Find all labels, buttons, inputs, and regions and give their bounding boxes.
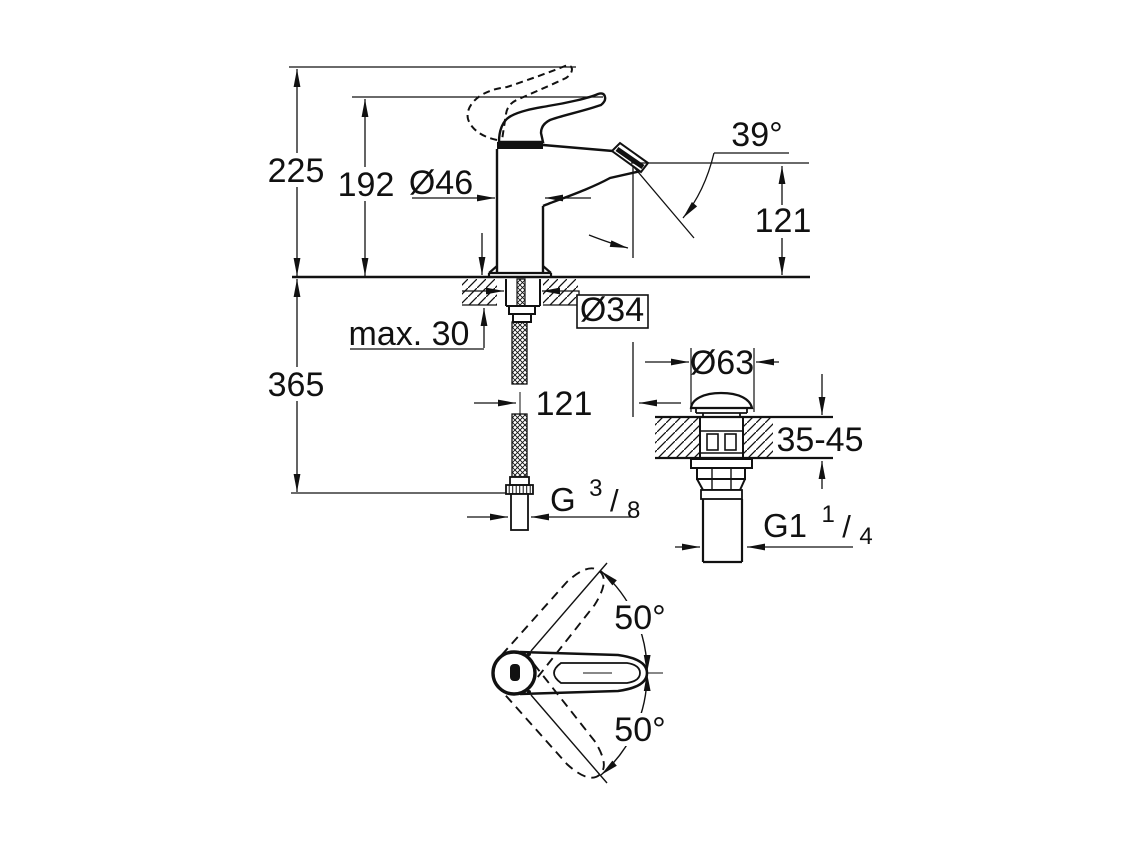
deck-hatch-left (462, 279, 497, 305)
waste-cap-dome (689, 391, 754, 410)
waste-thread-numerator: 1 (821, 501, 834, 528)
label-bg-121-spout (755, 205, 810, 238)
waste-body-bands (700, 430, 743, 454)
dim-below-deck-depth: 365 (268, 366, 325, 404)
shank-washer (508, 305, 536, 315)
lever-handle-raised-dashed (466, 64, 574, 141)
dimension-labels: 225 192 Ø46 39° 121 Ø34 max. 30 365 121 … (266, 116, 873, 749)
waste-nut-top (696, 467, 746, 480)
dim-supply-thread: G 3 / 8 (550, 466, 640, 524)
ext-lines-d63 (690, 348, 755, 412)
swivel-diagonal-upper (530, 562, 608, 652)
flow-curve-arrow (588, 234, 629, 249)
waste-deck-hatch-right (743, 418, 773, 458)
supply-thread-numerator: 3 (589, 475, 602, 502)
side-view-faucet (292, 64, 810, 531)
waste-nut-facets (711, 469, 732, 489)
dim-spout-height: 121 (755, 202, 812, 240)
dim-waste-flange-diameter: Ø63 (690, 344, 754, 382)
waste-slot-right (724, 433, 737, 451)
handle-cap-recess (510, 664, 520, 681)
label-bg-225 (266, 153, 327, 187)
dim-swivel-upper: 50° (614, 599, 665, 637)
waste-dimensions (645, 348, 853, 551)
waste-deck-hatch-left (655, 418, 700, 458)
shank-cone (512, 313, 532, 323)
flex-hose-upper (511, 321, 528, 385)
supply-pipe (510, 493, 529, 531)
dim-height-to-spout-top: 192 (338, 166, 395, 204)
label-bg-50-upper (608, 601, 672, 634)
dim-height-overall: 225 (268, 152, 325, 190)
waste-thread-prefix: G1 (763, 507, 807, 544)
waste-cap-rim (695, 408, 748, 414)
flex-hose-lower (511, 413, 528, 478)
dim-waste-deck-range: 35-45 (777, 421, 864, 459)
handle-cap-circle (491, 650, 537, 696)
handle-junction-nub-bottom (527, 690, 531, 694)
dim-shank-diameter: Ø34 (580, 291, 644, 329)
aerator-face (615, 146, 645, 170)
cartridge-band (497, 142, 543, 149)
spout-top-edge (542, 143, 614, 153)
handle-top-view-raised-dashed (501, 567, 605, 683)
dim-swivel-lower: 50° (614, 711, 665, 749)
waste-washer (700, 489, 743, 500)
waste-detail (655, 391, 833, 564)
waste-slot-left (706, 433, 719, 451)
spout-underside (542, 169, 642, 208)
angle39-arc (682, 152, 715, 219)
dim-waste-thread: G1 1 / 4 (763, 492, 873, 550)
base-flare (487, 265, 553, 277)
waste-flange (690, 458, 753, 469)
waste-body-sides (699, 418, 744, 457)
d34-label-box (576, 294, 649, 329)
waste-cap-neck (702, 413, 741, 417)
deck-hatch-right (543, 279, 578, 305)
handle-top-view-lowered-dashed (501, 663, 605, 779)
waste-thread-denominator: 4 (859, 523, 872, 550)
swivel-diagonal-lower (530, 694, 608, 784)
top-view-handle (491, 562, 663, 784)
waste-tailpipe (701, 499, 744, 564)
label-bg-50-lower (608, 713, 672, 746)
hose-end-fitting (509, 476, 530, 486)
handle-top-view-inner (553, 662, 641, 684)
dim-spout-angle: 39° (731, 116, 782, 154)
supply-thread-slash: / (610, 483, 619, 518)
dim-deck-thickness-max: max. 30 (349, 315, 470, 353)
dim-hose-offset: 121 (536, 385, 593, 423)
hose-knurled-nut (505, 484, 534, 495)
stream-direction-line (632, 165, 695, 239)
dim-body-diameter: Ø46 (409, 164, 473, 202)
supply-thread-denominator: 8 (627, 497, 640, 524)
lever-handle (497, 92, 607, 144)
waste-thread-slash: / (842, 509, 851, 544)
supply-thread-prefix: G (550, 481, 576, 518)
label-bg-365 (266, 367, 327, 401)
waste-nut-taper (696, 478, 746, 491)
handle-junction-nub-top (527, 652, 531, 656)
label-bg-192 (336, 167, 397, 201)
